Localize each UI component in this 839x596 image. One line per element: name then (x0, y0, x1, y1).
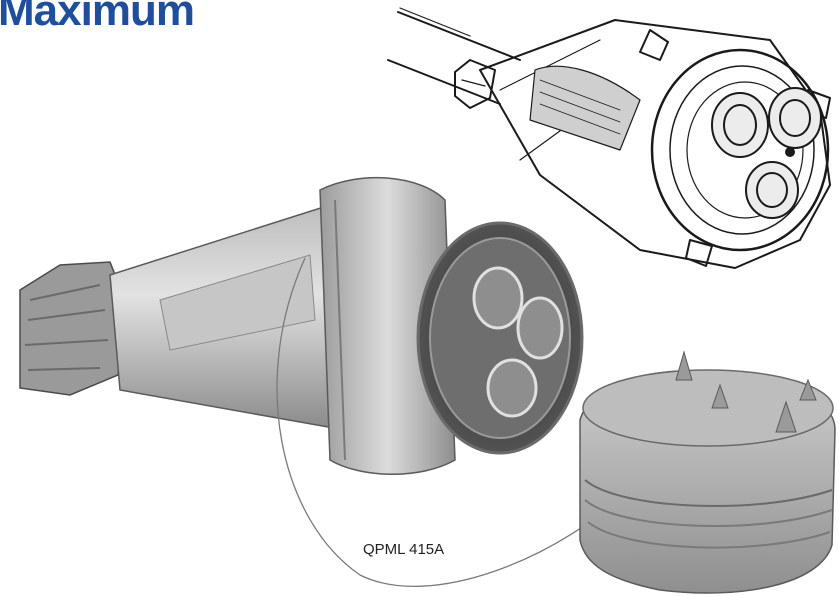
headline: Maximum (0, 0, 195, 35)
product-caption: QPML 415A (363, 541, 445, 558)
